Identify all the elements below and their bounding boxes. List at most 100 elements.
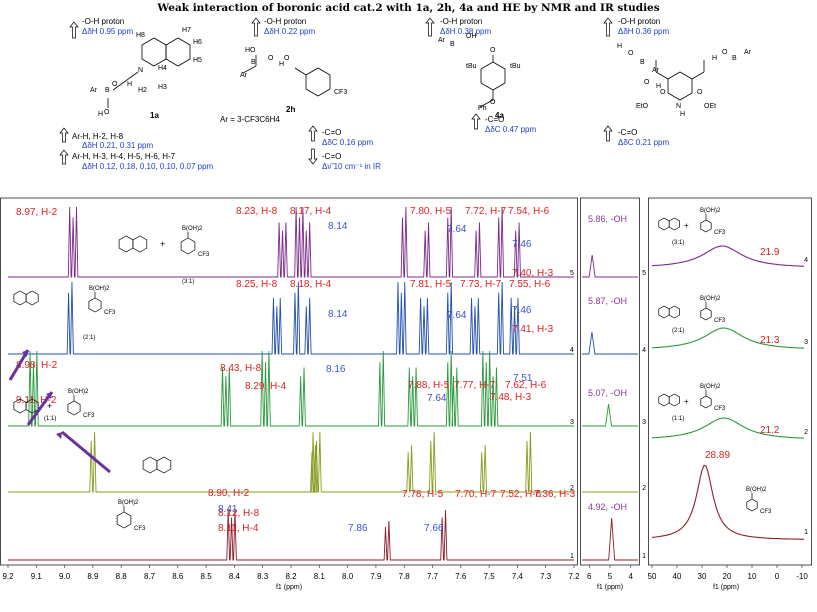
x-tick-label: 8.1 (314, 572, 326, 581)
boronic-label: B(OH)2 (89, 286, 110, 292)
hollow-down-arrow (308, 148, 318, 165)
shift-arrow (26, 391, 54, 426)
peak-label: 8.98, H-2 (16, 360, 58, 371)
cf3-label: CF3 (714, 406, 726, 412)
cf3-label: CF3 (198, 252, 210, 258)
peak-label: 8.29, H-4 (245, 381, 287, 392)
x-tick-label: 7.9 (370, 572, 382, 581)
oh-peak-label: 5.86, -OH (588, 214, 627, 224)
boronic-acid-structure (116, 506, 132, 529)
peak-label: 7.62, H-6 (505, 380, 547, 391)
x-tick-label: 4 (629, 572, 634, 581)
x-tick-label: 7.2 (568, 572, 580, 581)
spectrum-trace (8, 431, 574, 493)
x-tick-label: 8.2 (285, 572, 297, 581)
structure-1a (107, 37, 191, 108)
plus-sign: + (47, 401, 52, 411)
atom-label: O (112, 81, 118, 88)
x-tick-label: 30 (698, 572, 707, 581)
figure-title: Weak interaction of boronic acid cat.2 w… (157, 2, 660, 14)
atom-label: H4 (158, 65, 167, 72)
peak-label: 8.16 (326, 364, 346, 375)
peak-label: 7.48, H-3 (490, 392, 532, 403)
x-tick-label: 7.3 (540, 572, 552, 581)
mol-2h-ar-def: Ar = 3-CF3C6H4 (220, 115, 280, 124)
peak-label: 7.51 (513, 373, 533, 384)
ring (25, 290, 39, 306)
plus-sign: + (684, 397, 689, 406)
arrow-head (46, 392, 52, 399)
quinoline-structure (142, 456, 172, 474)
trace-number: 2 (642, 485, 646, 492)
peak-label: 7.78, H-5 (402, 489, 444, 500)
peak-label: 7.36, H-3 (534, 489, 576, 500)
ratio-label: (3:1) (182, 279, 194, 285)
peak-label: 7.64 (447, 224, 467, 235)
compound-label: 2h (286, 105, 295, 114)
x-tick-label: 40 (673, 572, 682, 581)
mol-2h-co: -C=O (322, 128, 342, 137)
x-tick-label: 6 (587, 572, 592, 581)
peak-label: 8.23, H-8 (236, 206, 278, 217)
ring (180, 237, 196, 255)
peak-label: 7.73, H-7 (460, 279, 502, 290)
x-axis-label: f1 (ppm) (597, 584, 623, 591)
boronic-acid-structure (700, 214, 712, 233)
peak-label: 7.81, H-5 (410, 279, 452, 290)
x-tick-label: 9.0 (59, 572, 71, 581)
ratio-label: (1:1) (672, 416, 684, 422)
atom-label: EtO (636, 103, 649, 110)
peak-label: 7.72, H-7 (465, 206, 507, 217)
plus-sign: + (160, 239, 165, 249)
mol-2h-co-shift: ΔδC 0.16 ppm (322, 138, 374, 147)
atom-label: O (268, 55, 274, 62)
atom-label: H (656, 83, 661, 90)
structure-2h (242, 55, 331, 97)
x-tick-label: 8.6 (172, 572, 184, 581)
boronic-acid-structure (180, 232, 196, 255)
oh-trace (582, 517, 638, 561)
cf3-label: CF3 (83, 413, 95, 419)
oh-peak-label: 4.92, -OH (588, 502, 627, 512)
hollow-up-arrow (251, 17, 261, 37)
boron-peak-label: 21.2 (760, 425, 780, 436)
trace-number: 2 (570, 485, 574, 492)
mol-4a-oh-proton: -O-H proton (440, 17, 483, 26)
panel-frame (0, 197, 578, 566)
atom-label: O (697, 89, 703, 96)
x-tick-label: 0 (775, 572, 780, 581)
boronic-label: B(OH)2 (700, 208, 721, 214)
peak-label: 7.77, H-7 (454, 380, 496, 391)
ring (746, 498, 758, 512)
boronic-label: B(OH)2 (700, 296, 721, 302)
trace-number: 4 (642, 347, 646, 354)
atom-label: HO (245, 47, 256, 54)
ring (118, 235, 134, 253)
atom-label: O (104, 109, 110, 116)
atom-label: B (450, 41, 455, 48)
hollow-up-arrow (308, 125, 318, 142)
atom-label: O (644, 79, 650, 86)
peak-label: 7.64 (427, 393, 447, 404)
ring (156, 456, 172, 474)
ring (67, 400, 81, 416)
ring (668, 393, 680, 407)
x-tick-label: 8.5 (201, 572, 213, 581)
atom-label: H2 (138, 87, 147, 94)
ring (658, 217, 670, 231)
atom-label: CF3 (334, 89, 347, 96)
ring (700, 307, 712, 321)
x-tick-label: -10 (796, 572, 808, 581)
boron-trace (651, 327, 805, 349)
panel-frame (648, 197, 812, 566)
hollow-up-arrow (603, 125, 613, 142)
peak-label: 8.14 (328, 309, 348, 320)
peak-label: 7.86 (348, 523, 368, 534)
x-tick-label: 7.7 (427, 572, 439, 581)
quinoline-structure (13, 290, 39, 306)
x-tick-label: 8.4 (229, 572, 241, 581)
peak-label: 8.41 (218, 504, 238, 515)
atom-label: Ph (478, 105, 487, 112)
boron-peak-label: 21.9 (760, 247, 780, 258)
atom-label: tBu (466, 63, 477, 70)
